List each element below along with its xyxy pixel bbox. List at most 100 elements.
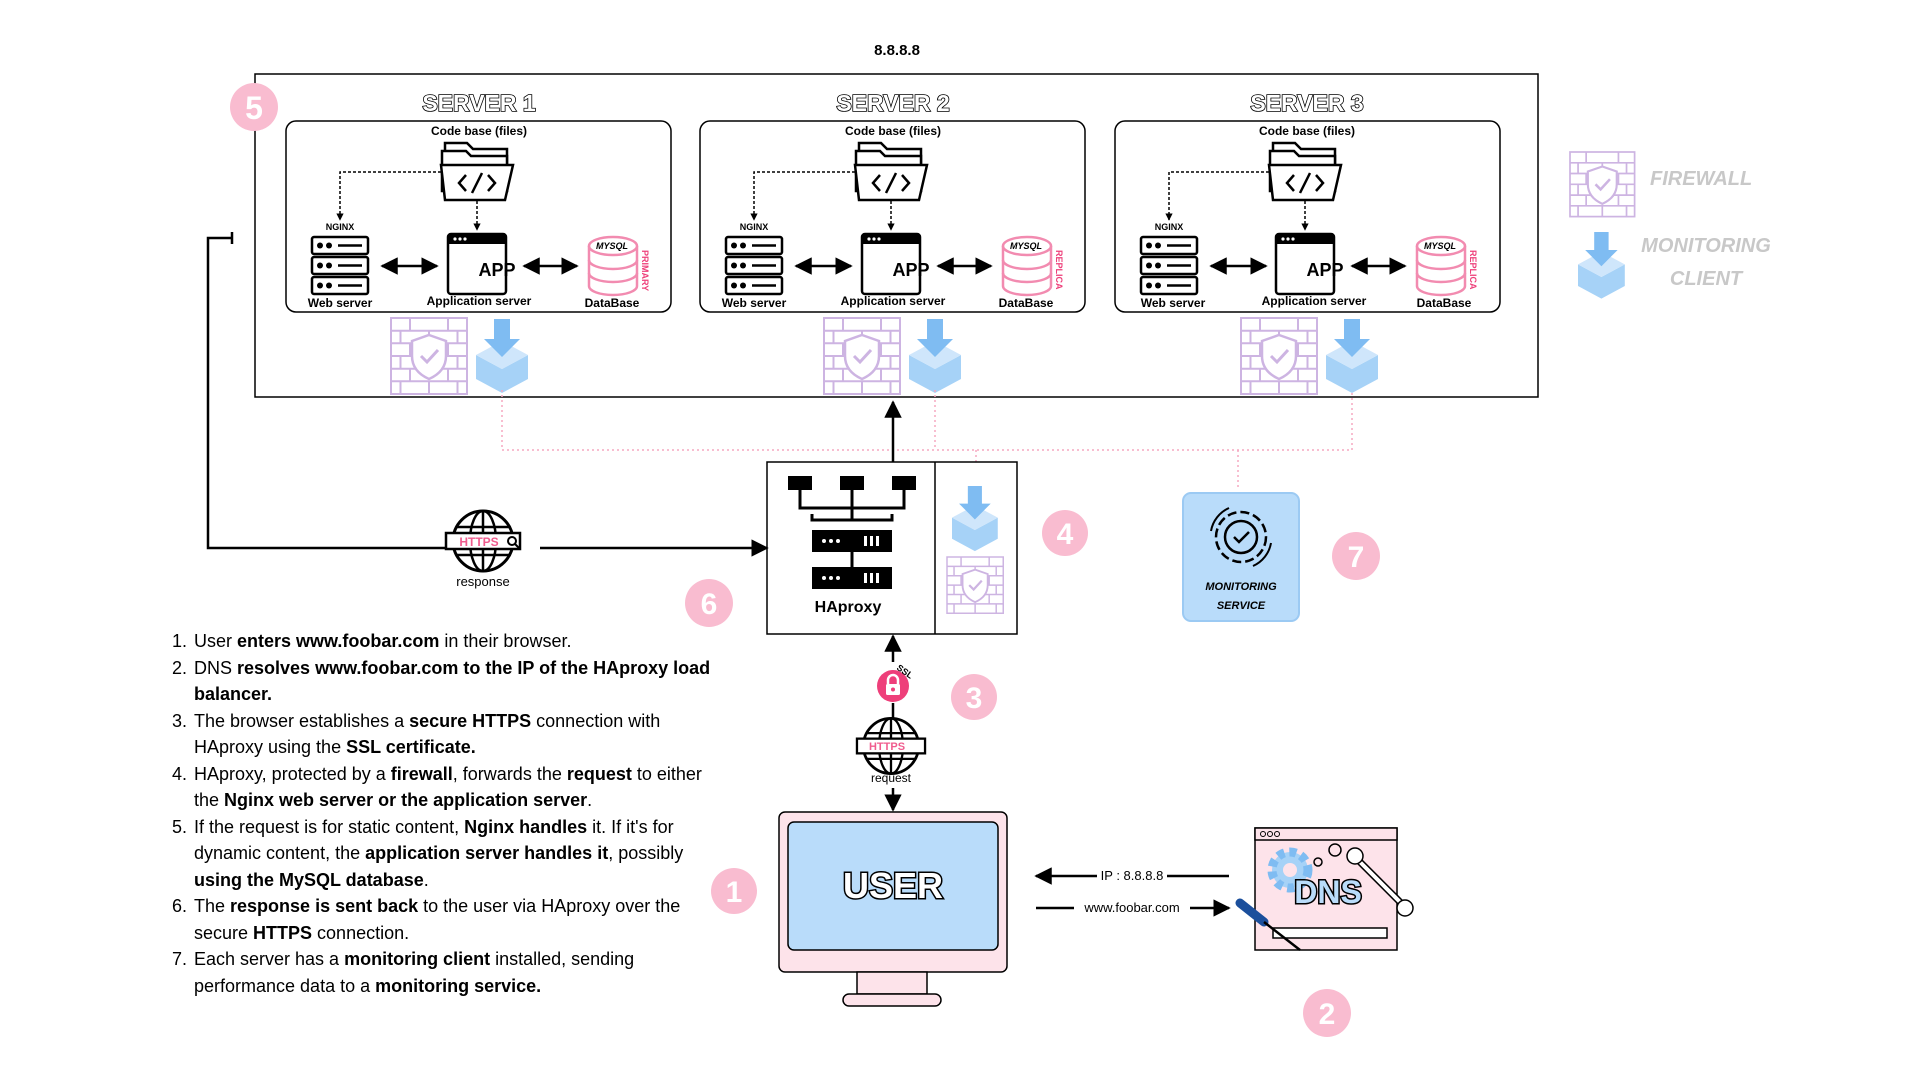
svg-text:2: 2 — [1319, 998, 1336, 1031]
screwdriver-icon — [1235, 898, 1301, 951]
step-text: installed, sending performance data to a — [194, 949, 635, 996]
step-text: User — [194, 631, 238, 651]
svg-text:3: 3 — [966, 682, 983, 715]
app-window-icon — [860, 232, 922, 296]
web-server-icon — [310, 235, 370, 296]
codebase-label: Code base (files) — [845, 124, 941, 138]
svg-text:4: 4 — [1057, 518, 1074, 551]
db-role-label: REPLICA — [1054, 250, 1064, 290]
step-item: HAproxy, protected by a firewall, forwar… — [192, 761, 722, 814]
app-server-label: Application server — [1262, 294, 1367, 308]
step-text: Nginx web server or the application serv… — [224, 790, 588, 810]
request-https-badge-label: HTTPS — [869, 741, 905, 753]
db-label: DataBase — [1417, 296, 1472, 310]
server-3: SERVER 3 Code base (files) NGINX Web ser… — [1114, 89, 1501, 396]
app-label: APP — [478, 260, 515, 280]
step-marker-4: 4 — [1042, 510, 1088, 556]
svg-text:1: 1 — [726, 876, 743, 909]
haproxy-box: HAproxy — [766, 461, 1018, 635]
server-box — [285, 120, 672, 313]
server-title: SERVER 2 — [836, 90, 949, 116]
step-text: using the MySQL database — [194, 869, 424, 890]
step-text: HAproxy, protected by a — [194, 763, 391, 784]
dns-arrows: IP : 8.8.8.8 www.foobar.com — [1034, 867, 1231, 917]
code-folder-icon — [853, 141, 929, 202]
app-label: APP — [892, 260, 929, 280]
codebase-label: Code base (files) — [431, 124, 527, 138]
step-text: . — [587, 790, 593, 810]
database-icon — [1415, 235, 1467, 297]
step-text: SSL certificate. — [346, 737, 476, 757]
server-1: SERVER 1 Code base (files) NGINX Web ser… — [285, 89, 672, 396]
step-marker-1: 1 — [711, 868, 757, 914]
app-server-label: Application server — [841, 294, 946, 308]
haproxy-firewall-icon — [945, 555, 1005, 615]
web-server-label: Web server — [308, 296, 373, 310]
step-text: Nginx handles — [464, 816, 588, 837]
step-text: response is sent back — [230, 896, 419, 916]
server-box — [1114, 120, 1501, 313]
web-server-icon — [724, 235, 784, 296]
nginx-label: NGINX — [740, 222, 769, 232]
step-text: HTTPS — [253, 922, 313, 943]
app-window-icon — [1274, 232, 1336, 296]
db-label: DataBase — [999, 296, 1054, 310]
step-text: monitoring client — [344, 949, 491, 969]
firewall-icon — [389, 316, 469, 396]
step-item: Each server has a monitoring client inst… — [192, 946, 722, 999]
web-server-icon — [1139, 235, 1199, 296]
request-label: request — [871, 771, 912, 785]
step-text: to the user via HAproxy over the secure — [194, 896, 681, 943]
db-engine-label: MYSQL — [1010, 241, 1042, 251]
step-text: connection. — [312, 922, 410, 943]
db-role-label: PRIMARY — [640, 250, 650, 291]
step-text: firewall — [390, 763, 453, 784]
db-role-label: REPLICA — [1468, 250, 1478, 290]
monitoring-client-icon — [1326, 319, 1378, 393]
nginx-label: NGINX — [326, 222, 355, 232]
svg-text:7: 7 — [1348, 541, 1365, 574]
web-server-label: Web server — [1141, 296, 1206, 310]
dns-label: DNS — [1294, 874, 1362, 910]
app-label: APP — [1306, 260, 1343, 280]
svg-text:6: 6 — [701, 588, 718, 621]
step-text: , forwards the — [452, 763, 567, 784]
legend-monitoring-label-1: MONITORING — [1641, 235, 1771, 257]
legend-firewall-label: FIREWALL — [1650, 168, 1752, 190]
firewall-icon — [822, 316, 902, 396]
server-title: SERVER 1 — [422, 90, 536, 116]
gear-icon — [1267, 847, 1313, 893]
step-text: in their browser. — [439, 631, 572, 651]
database-icon — [587, 235, 639, 297]
haproxy-label: HAproxy — [815, 599, 882, 616]
step-text: resolves www.foobar.com to the IP of the… — [194, 657, 711, 705]
user-computer: USER — [778, 811, 1008, 1007]
step-text: request — [566, 763, 632, 784]
monitoring-client-icon — [909, 319, 961, 393]
db-label: DataBase — [585, 296, 640, 310]
step-text: , possibly — [608, 843, 684, 863]
wrench-icon — [1346, 847, 1414, 917]
gear-check-icon — [1210, 507, 1272, 567]
load-balancer-icon — [788, 476, 916, 589]
step-text: The — [194, 896, 231, 916]
step-item: The browser establishes a secure HTTPS c… — [192, 708, 722, 761]
servers-frame — [254, 73, 1539, 398]
db-engine-label: MYSQL — [596, 241, 628, 251]
server-box — [699, 120, 1086, 313]
firewall-icon — [1239, 316, 1319, 396]
step-text: DNS — [194, 657, 238, 678]
codebase-label: Code base (files) — [1259, 124, 1355, 138]
step-marker-5: 5 — [230, 83, 278, 131]
step-text: secure HTTPS — [409, 710, 532, 731]
response-path: HTTPS response — [206, 232, 769, 589]
monitoring-service-box: MONITORING SERVICE — [1182, 492, 1300, 622]
dns-server-icon: DNS — [1235, 827, 1414, 951]
server-title: SERVER 3 — [1250, 90, 1363, 116]
legend-monitoring-label-2: CLIENT — [1670, 268, 1744, 290]
app-window-icon — [446, 232, 508, 296]
code-folder-icon — [439, 141, 515, 202]
step-item: DNS resolves www.foobar.com to the IP of… — [192, 655, 722, 708]
step-text: application server handles it — [365, 843, 609, 863]
